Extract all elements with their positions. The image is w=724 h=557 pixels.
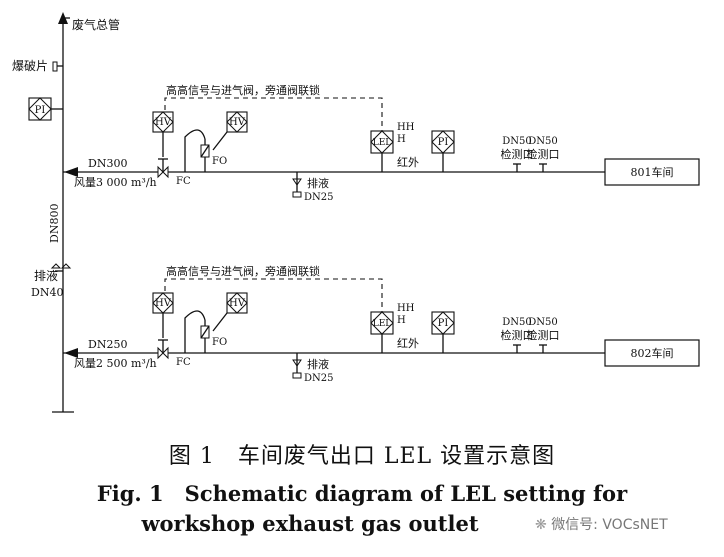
port2-size: DN50 bbox=[528, 317, 558, 328]
workshop-box bbox=[604, 158, 700, 186]
port1-size: DN50 bbox=[502, 317, 532, 328]
main-drain bbox=[50, 263, 72, 272]
bypass-loop bbox=[184, 129, 206, 172]
hv2-instrument-diamond bbox=[226, 292, 248, 314]
hv1-label: HV bbox=[155, 117, 172, 128]
fc-label: FC bbox=[176, 176, 191, 187]
hv2-line bbox=[212, 312, 228, 332]
interlock-line bbox=[164, 278, 383, 313]
caption-chinese: 图 1 车间废气出口 LEL 设置示意图 bbox=[168, 444, 556, 469]
pi-label: PI bbox=[438, 318, 449, 329]
port1-label: 检测口 bbox=[501, 328, 534, 342]
branch-802: DN250 风量2 500 m³/h FC HV FO HV 高高信号与进气阀，旁通阀联锁排… bbox=[63, 264, 700, 384]
flow-arrow bbox=[64, 167, 78, 177]
lel-label: LEL bbox=[373, 319, 392, 329]
workshop-label: 801车间 bbox=[631, 165, 674, 179]
drain-cap bbox=[292, 191, 302, 198]
interlock-note: 高高信号与进气阀，旁通阀联锁 bbox=[166, 264, 320, 278]
fo-label: FO bbox=[212, 337, 227, 348]
rupture-disk bbox=[52, 61, 63, 72]
hv2-instrument-diamond bbox=[226, 111, 248, 133]
drain-cap bbox=[292, 372, 302, 379]
infrared-label: 红外 bbox=[397, 156, 419, 169]
fo-label: FO bbox=[212, 156, 227, 167]
pipe-size: DN300 bbox=[88, 157, 127, 170]
drain-valve bbox=[292, 359, 302, 367]
fo-slash bbox=[200, 325, 210, 339]
interlock-line bbox=[164, 97, 383, 132]
pipe-size: DN250 bbox=[88, 338, 127, 351]
drain-size: DN25 bbox=[304, 373, 334, 384]
header-pi-text: PI bbox=[35, 105, 46, 116]
hv2-label: HV bbox=[229, 298, 246, 309]
drain-label: 排液 bbox=[307, 176, 329, 190]
fc-label: FC bbox=[176, 357, 191, 368]
airflow-label: 风量3 000 m³/h bbox=[74, 176, 157, 189]
workshop-box bbox=[604, 339, 700, 367]
hh-label: HH bbox=[397, 303, 415, 314]
port2-size: DN50 bbox=[528, 136, 558, 147]
main-pipe-size: DN800 bbox=[48, 204, 61, 243]
caption-english-line2: workshop exhaust gas outlet bbox=[141, 511, 479, 536]
wechat-icon: ❋ bbox=[535, 517, 552, 533]
flow-arrow bbox=[64, 348, 78, 358]
port1-label: 检测口 bbox=[501, 147, 534, 161]
pi-label: PI bbox=[438, 137, 449, 148]
header-pi-instrument bbox=[28, 97, 63, 121]
port2-label: 检测口 bbox=[527, 147, 560, 161]
interlock-note: 高高信号与进气阀，旁通阀联锁 bbox=[166, 83, 320, 97]
hv1-label: HV bbox=[155, 298, 172, 309]
workshop-label: 802车间 bbox=[631, 346, 674, 360]
rupture-disk-label: 爆破片 bbox=[12, 58, 48, 73]
header-pipe bbox=[52, 12, 74, 413]
fo-slash bbox=[200, 144, 210, 158]
lel-label: LEL bbox=[373, 138, 392, 148]
h-label: H bbox=[397, 134, 406, 145]
infrared-label: 红外 bbox=[397, 337, 419, 350]
main-drain-size: DN40 bbox=[31, 286, 63, 299]
drain-size: DN25 bbox=[304, 192, 334, 203]
watermark-text: 微信号: VOCsNET bbox=[551, 517, 668, 533]
hv2-line bbox=[212, 131, 228, 151]
bypass-loop bbox=[184, 310, 206, 353]
header-pipe-label: 废气总管 bbox=[72, 17, 120, 32]
h-label: H bbox=[397, 315, 406, 326]
caption-english-line1: Fig. 1 Schematic diagram of LEL setting … bbox=[96, 481, 628, 506]
watermark: ❋ 微信号: VOCsNET bbox=[535, 514, 668, 534]
hv2-label: HV bbox=[229, 117, 246, 128]
drain-valve bbox=[292, 178, 302, 186]
hh-label: HH bbox=[397, 122, 415, 133]
drain-label: 排液 bbox=[307, 357, 329, 371]
port1-size: DN50 bbox=[502, 136, 532, 147]
port2-label: 检测口 bbox=[527, 328, 560, 342]
airflow-label: 风量2 500 m³/h bbox=[74, 357, 157, 370]
branch-801: DN300 风量3 000 m³/h FC HV FO HV 高高信号与进气阀，旁通阀联锁排… bbox=[63, 83, 700, 203]
main-drain-label: 排液 bbox=[34, 268, 58, 283]
